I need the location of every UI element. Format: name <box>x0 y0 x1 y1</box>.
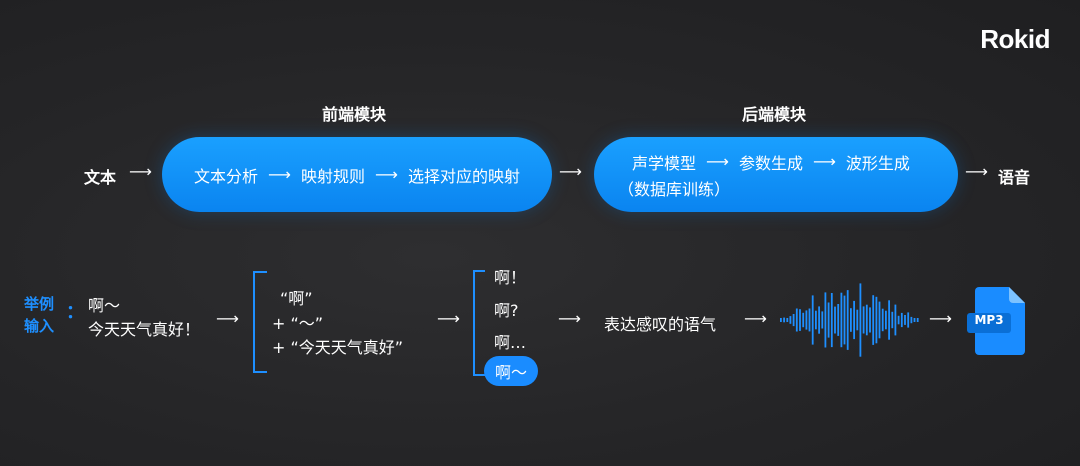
waveform-bar <box>824 292 827 348</box>
waveform-bar <box>799 309 801 331</box>
backend-module-label: 后端模块 <box>742 105 807 124</box>
example-input: 啊～ 今天天气真好！ <box>88 294 200 342</box>
frontend-module-label: 前端模块 <box>322 105 387 124</box>
waveform-bar <box>897 315 900 325</box>
analysis-bracket <box>253 271 267 373</box>
frontend-step-select-mapping: 选择对应的映射 <box>407 166 520 186</box>
backend-step-waveform-generation: 波形生成 <box>845 153 910 173</box>
waveform-bar <box>891 311 894 329</box>
waveform-bar <box>827 302 830 338</box>
waveform-bar <box>811 295 814 345</box>
option-item-2: 啊? <box>494 301 519 320</box>
waveform-bar <box>916 318 919 322</box>
mp3-file-label: MP3 <box>974 313 1004 327</box>
waveform-bar <box>789 316 792 324</box>
waveform-bar <box>869 307 871 333</box>
arrow-right-icon: ⟶ <box>744 309 767 328</box>
frontend-module-pill: 文本分析 ⟶ 映射规则 ⟶ 选择对应的映射 <box>162 137 552 212</box>
waveform-bar <box>802 312 805 328</box>
arrow-right-icon: ⟶ <box>216 309 239 328</box>
result-tone-label: 表达感叹的语气 <box>604 315 717 334</box>
example-input-line2: 今天天气真好！ <box>88 320 201 339</box>
waveform-bar <box>830 293 833 348</box>
waveform-bar <box>888 300 890 340</box>
waveform-bar <box>900 312 903 328</box>
mp3-file-icon <box>967 287 1025 355</box>
input-text-label: 文本 <box>84 168 117 187</box>
waveform-bar <box>894 304 897 336</box>
waveform-bar <box>885 310 887 330</box>
waveform-bar <box>786 318 789 322</box>
backend-sub-label: （数据库训练） <box>618 179 731 199</box>
waveform-bar <box>862 306 865 334</box>
example-colon: ： <box>66 302 84 323</box>
waveform-bar <box>808 308 811 332</box>
waveform-bar <box>815 310 817 330</box>
analysis-item-1: “啊” <box>280 289 313 308</box>
waveform-bar <box>805 310 808 330</box>
option-item-3: 啊… <box>494 333 527 352</box>
waveform-bar <box>907 312 910 328</box>
waveform-bar <box>818 306 820 334</box>
waveform-bar <box>872 295 875 345</box>
waveform-bar <box>881 308 884 332</box>
waveform-bar <box>840 292 843 348</box>
backend-module-pill: 声学模型 ⟶ 参数生成 ⟶ 波形生成 （数据库训练） <box>594 137 958 212</box>
waveform-bar <box>850 308 852 332</box>
arrow-right-icon: ⟶ <box>375 165 398 184</box>
arrow-right-icon: ⟶ <box>437 309 460 328</box>
waveform-bar <box>821 311 824 329</box>
waveform-bar <box>875 296 878 344</box>
example-label-line2: 输入 <box>24 317 55 335</box>
backend-step-param-generation: 参数生成 <box>738 153 803 173</box>
waveform-bar <box>856 309 859 331</box>
waveform-bar <box>843 295 846 345</box>
frontend-step-text-analysis: 文本分析 <box>194 166 259 186</box>
arrow-right-icon: ⟶ <box>129 162 152 181</box>
option-item-4: 啊～ <box>494 363 527 382</box>
waveform-bar <box>780 318 782 322</box>
backend-step-acoustic-model: 声学模型 <box>632 153 697 173</box>
option-selected-pill: 啊～ <box>484 356 538 386</box>
waveform-bar <box>846 290 849 350</box>
waveform-bar <box>837 304 840 336</box>
rokid-logo: Rokid <box>980 24 1050 54</box>
example-label: 举例 输入 <box>24 293 54 337</box>
waveform-bar <box>783 317 785 323</box>
output-speech-label: 语音 <box>998 168 1031 187</box>
waveform-bar <box>795 308 798 332</box>
arrow-right-icon: ⟶ <box>812 152 836 171</box>
arrow-right-icon: ⟶ <box>929 309 952 328</box>
frontend-step-mapping-rules: 映射规则 <box>300 166 365 186</box>
arrow-right-icon: ⟶ <box>965 162 988 181</box>
waveform-bar <box>913 318 916 322</box>
arrow-right-icon: ⟶ <box>559 162 582 181</box>
waveform-bar <box>878 301 881 339</box>
waveform-bar <box>792 314 795 327</box>
example-label-line1: 举例 <box>24 295 55 313</box>
arrow-right-icon: ⟶ <box>706 152 729 171</box>
waveform-bar <box>834 306 836 334</box>
example-input-line1: 啊～ <box>88 296 121 315</box>
waveform-bar <box>859 283 862 357</box>
arrow-right-icon: ⟶ <box>558 309 581 328</box>
waveform-bar <box>865 304 868 336</box>
analysis-item-2: + “～” <box>272 314 324 333</box>
arrow-right-icon: ⟶ <box>268 165 291 184</box>
option-item-1: 啊！ <box>494 268 527 287</box>
waveform-bar <box>910 316 913 324</box>
waveform-icon <box>780 283 919 357</box>
waveform-bar <box>904 315 906 325</box>
analysis-item-3: + “今天天气真好” <box>272 338 404 357</box>
options-bracket <box>473 270 485 376</box>
waveform-bar <box>853 300 855 340</box>
